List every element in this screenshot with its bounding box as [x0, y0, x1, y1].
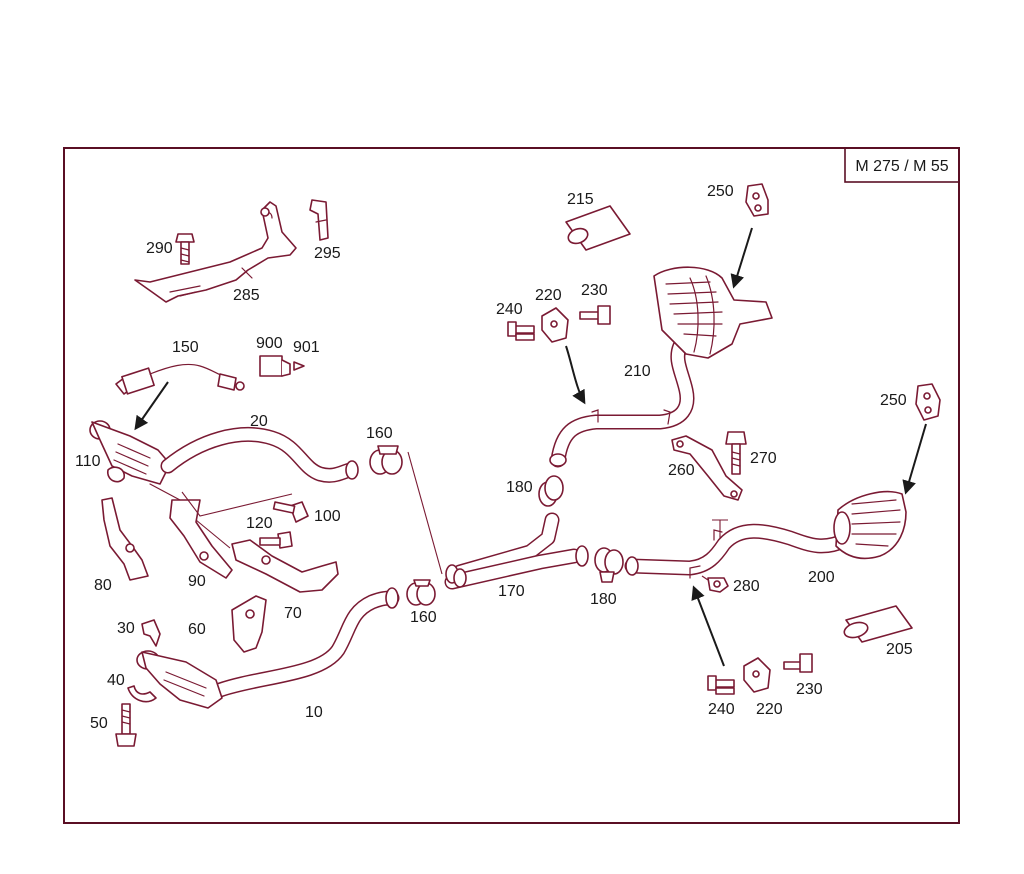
part-220-rubber-mount-upper — [541, 307, 569, 343]
part-250-rubber-hanger-upper — [745, 183, 769, 217]
part-10-catalytic-converter — [136, 650, 223, 709]
callout-80: 80 — [94, 577, 112, 594]
callout-150: 150 — [172, 339, 199, 356]
part-20-exhaust-pipe — [160, 427, 359, 483]
part-295-clip — [309, 199, 329, 241]
callout-100: 100 — [314, 508, 341, 525]
model-label-box: M 275 / M 55 — [844, 147, 960, 183]
part-30-clip — [141, 619, 161, 647]
part-250-rubber-hanger-lower — [915, 383, 941, 421]
part-70-bracket — [231, 539, 339, 593]
callout-180-upper: 180 — [506, 479, 533, 496]
callout-290: 290 — [146, 240, 173, 257]
callout-230-lower: 230 — [796, 681, 823, 698]
part-110-catalytic-converter — [89, 420, 171, 485]
part-290-bolt — [175, 233, 195, 265]
part-280-nut — [707, 577, 729, 593]
callout-60: 60 — [188, 621, 206, 638]
callout-90: 90 — [188, 573, 206, 590]
part-240-bolt-lower — [707, 675, 735, 695]
callout-240-upper: 240 — [496, 301, 523, 318]
callout-110: 110 — [75, 453, 101, 470]
part-230-bolt-lower — [783, 653, 813, 673]
callout-285: 285 — [233, 287, 260, 304]
part-205-seal-ring — [843, 605, 913, 643]
callout-10: 10 — [305, 704, 323, 721]
part-260-bracket — [671, 435, 743, 501]
diagram-frame — [63, 147, 960, 824]
part-220-rubber-mount-lower — [743, 657, 771, 693]
callout-260: 260 — [668, 462, 695, 479]
part-240-bolt-upper — [507, 321, 535, 341]
part-180-clamp-upper — [538, 475, 564, 507]
model-label: M 275 / M 55 — [855, 158, 948, 175]
leader-lines — [181, 451, 728, 581]
part-100-bolt — [272, 501, 309, 523]
callout-901: 901 — [293, 339, 320, 356]
pointer-arrows — [134, 227, 927, 667]
callout-900: 900 — [256, 335, 283, 352]
part-90-bracket — [149, 483, 233, 579]
part-215-seal-ring — [565, 205, 631, 251]
callout-170: 170 — [498, 583, 525, 600]
part-901-terminal — [293, 361, 305, 371]
part-150-oxygen-sensor — [115, 363, 245, 395]
callout-210: 210 — [624, 363, 651, 380]
part-120-bolt — [259, 531, 293, 549]
callout-200: 200 — [808, 569, 835, 586]
part-160-clamp-upper — [369, 445, 403, 475]
callout-120: 120 — [246, 515, 273, 532]
callout-230-upper: 230 — [581, 282, 608, 299]
part-270-bolt — [725, 431, 747, 475]
part-900-connector — [259, 355, 291, 377]
callout-30: 30 — [117, 620, 135, 637]
part-50-bolt — [115, 703, 137, 747]
callout-20: 20 — [250, 413, 268, 430]
callout-250-upper: 250 — [707, 183, 734, 200]
part-60-bracket — [231, 595, 267, 653]
part-210-rear-pipe — [549, 338, 695, 468]
part-180-clamp-lower — [594, 547, 624, 583]
part-200-rear-pipe — [624, 523, 854, 579]
callout-295: 295 — [314, 245, 341, 262]
callout-250-lower: 250 — [880, 392, 907, 409]
callout-240-lower: 240 — [708, 701, 735, 718]
callout-160-upper: 160 — [366, 425, 393, 442]
callout-180-lower: 180 — [590, 591, 617, 608]
callout-280: 280 — [733, 578, 760, 595]
callout-70: 70 — [284, 605, 302, 622]
callout-205: 205 — [886, 641, 913, 658]
callout-50: 50 — [90, 715, 108, 732]
callout-labels: 290 295 285 150 900 901 20 110 160 100 1… — [75, 183, 913, 732]
callout-220-upper: 220 — [535, 287, 562, 304]
part-40-clamp — [127, 685, 157, 703]
part-230-bolt-upper — [579, 305, 611, 325]
part-160-clamp-lower — [406, 579, 436, 606]
callout-270: 270 — [750, 450, 777, 467]
part-80-bracket — [101, 497, 149, 581]
callout-215: 215 — [567, 191, 594, 208]
callout-160-lower: 160 — [410, 609, 437, 626]
part-200-muffler — [833, 490, 907, 560]
part-285-heat-shield-bracket — [134, 201, 297, 303]
part-210-muffler — [653, 266, 773, 359]
callout-40: 40 — [107, 672, 125, 689]
callout-220-lower: 220 — [756, 701, 783, 718]
part-170-intermediate-pipe — [444, 512, 589, 590]
part-10-exhaust-pipe — [212, 587, 400, 698]
